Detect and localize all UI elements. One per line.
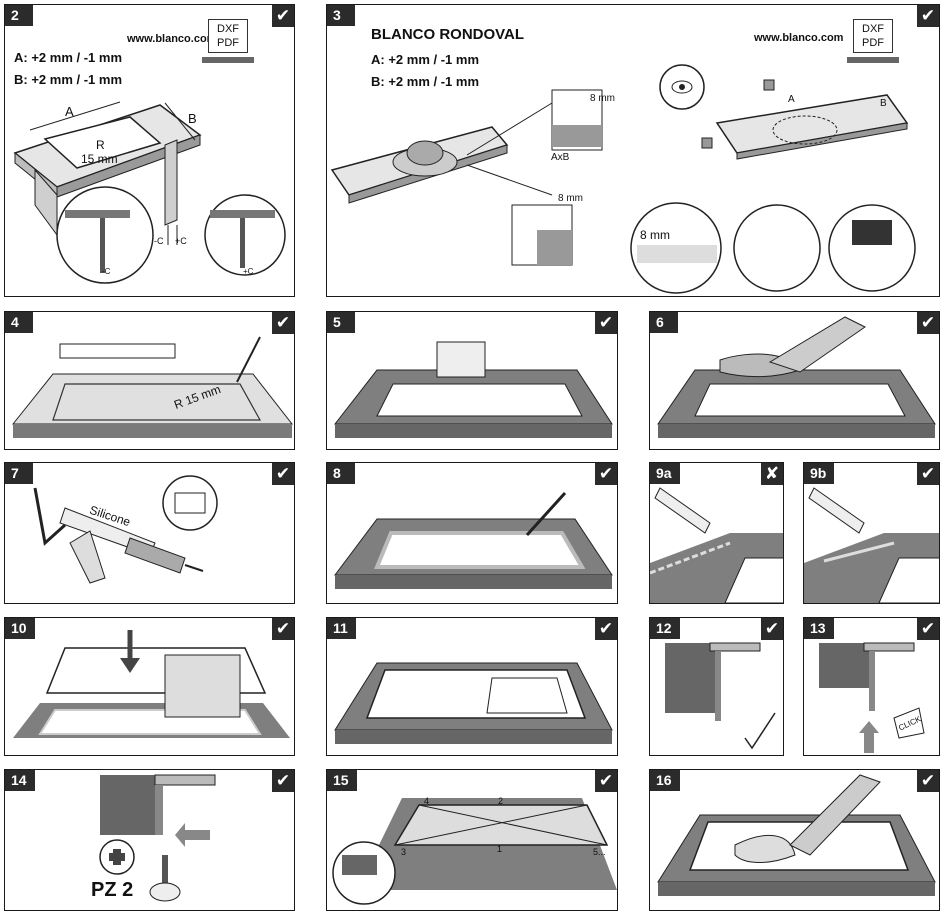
step-7-illustration <box>33 475 218 584</box>
sequence-1: 1 <box>497 844 503 854</box>
check-icon: ✔ <box>917 770 939 792</box>
detail-minus-c: -C <box>102 267 111 276</box>
radius-label: R <box>96 138 105 152</box>
step-6-illustration <box>657 316 936 438</box>
step-5-illustration <box>333 341 613 438</box>
check-icon: ✔ <box>917 618 939 640</box>
step-9a-illustration <box>650 487 783 603</box>
dimension-b-label: B <box>188 111 197 126</box>
check-icon: ✔ <box>917 5 939 27</box>
step-number: 10 <box>5 618 35 639</box>
dim-8mm-bottom: 8 mm <box>558 193 583 204</box>
step-2-panel: 2 ✔ www.blanco.com DXF PDF A: +2 mm / -1… <box>4 4 295 297</box>
step-15-panel: 15 ✔ 1 2 3 4 5... <box>326 769 618 911</box>
step-8-illustration <box>334 491 613 589</box>
sequence-4: 4 <box>424 796 430 806</box>
minus-c-label: -C <box>154 236 164 246</box>
check-icon: ✔ <box>595 618 617 640</box>
sequence-5: 5... <box>593 847 606 857</box>
step-number: 6 <box>650 312 678 333</box>
step-10-panel: 10 ✔ <box>4 617 295 756</box>
dxf-pdf-download-icon[interactable]: DXF PDF <box>208 19 248 53</box>
sequence-3: 3 <box>401 847 407 857</box>
step-13-illustration <box>819 642 925 753</box>
step-number: 14 <box>5 770 35 791</box>
step-14-panel: 14 ✔ PZ 2 <box>4 769 295 911</box>
step-number: 9a <box>650 463 680 484</box>
check-icon: ✔ <box>272 463 294 485</box>
dxf-label: DXF <box>862 23 884 35</box>
dxf-label: DXF <box>217 23 239 35</box>
step-4-panel: 4 ✔ R 15 mm <box>4 311 295 450</box>
check-icon: ✔ <box>272 5 294 27</box>
tolerance-a: A: +2 mm / -1 mm <box>14 50 123 65</box>
step-8-panel: 8 ✔ <box>326 462 618 604</box>
step-12-panel: 12 ✔ <box>649 617 784 756</box>
step-11-panel: 11 ✔ <box>326 617 618 756</box>
step-number: 12 <box>650 618 680 639</box>
step-6-panel: 6 ✔ <box>649 311 940 450</box>
step-number: 11 <box>327 618 356 639</box>
radius-value: 15 mm <box>81 152 118 166</box>
dimension-a-label: A <box>788 94 795 105</box>
check-icon: ✔ <box>595 770 617 792</box>
pdf-label: PDF <box>217 37 239 49</box>
tolerance-a: A: +2 mm / -1 mm <box>371 52 480 67</box>
step-13-panel: 13 ✔ CLICK <box>803 617 940 756</box>
check-icon: ✔ <box>761 618 783 640</box>
step-7-panel: 7 ✔ Silicone <box>4 462 295 604</box>
check-icon: ✔ <box>272 312 294 334</box>
dim-8mm-detail: 8 mm <box>640 228 670 242</box>
step-5-panel: 5 ✔ <box>326 311 618 450</box>
step-2-illustration <box>13 101 286 284</box>
check-icon: ✔ <box>595 312 617 334</box>
step-number: 8 <box>327 463 355 484</box>
dim-axb: AxB <box>551 152 570 163</box>
dim-8mm-top: 8 mm <box>590 93 615 104</box>
product-title: BLANCO RONDOVAL <box>371 26 525 43</box>
tolerance-b: B: +2 mm / -1 mm <box>371 74 480 89</box>
detail-plus-c: +C <box>243 267 254 276</box>
dxf-pdf-download-icon[interactable]: DXF PDF <box>853 19 893 53</box>
step-number: 15 <box>327 770 357 791</box>
step-3-panel: 3 ✔ BLANCO RONDOVAL www.blanco.com DXF P… <box>326 4 940 297</box>
screwdriver-size-label: PZ 2 <box>91 879 134 901</box>
step-number: 13 <box>804 618 834 639</box>
step-number: 2 <box>5 5 33 26</box>
check-icon: ✔ <box>272 770 294 792</box>
step-16-illustration <box>657 774 936 896</box>
dimension-a-label: A <box>65 104 74 119</box>
check-icon: ✔ <box>595 463 617 485</box>
check-icon: ✔ <box>272 618 294 640</box>
computer-base-icon <box>202 57 254 63</box>
check-icon: ✔ <box>917 463 939 485</box>
check-icon: ✔ <box>917 312 939 334</box>
step-9a-panel: 9a ✘ <box>649 462 784 604</box>
pdf-label: PDF <box>862 37 884 49</box>
step-14-illustration <box>99 774 216 902</box>
step-4-illustration <box>11 336 294 438</box>
website-url[interactable]: www.blanco.com <box>754 32 844 44</box>
step-number: 5 <box>327 312 355 333</box>
step-number: 7 <box>5 463 33 484</box>
step-9b-panel: 9b ✔ <box>803 462 940 604</box>
step-number: 16 <box>650 770 680 791</box>
step-10-illustration <box>13 630 290 738</box>
computer-base-icon <box>847 57 899 63</box>
sequence-2: 2 <box>498 796 504 806</box>
step-number: 3 <box>327 5 355 26</box>
step-12-illustration <box>665 642 776 750</box>
plus-c-label: +C <box>175 236 187 246</box>
step-number: 9b <box>804 463 835 484</box>
step-16-panel: 16 ✔ <box>649 769 940 911</box>
step-9b-illustration <box>804 487 939 603</box>
step-3-illustration <box>330 64 916 294</box>
dimension-b-label: B <box>880 98 887 109</box>
website-url[interactable]: www.blanco.com <box>127 33 217 45</box>
tolerance-b: B: +2 mm / -1 mm <box>14 72 123 87</box>
step-15-illustration <box>332 798 617 905</box>
step-number: 4 <box>5 312 33 333</box>
step-11-illustration <box>334 662 613 744</box>
cross-icon: ✘ <box>761 463 783 485</box>
